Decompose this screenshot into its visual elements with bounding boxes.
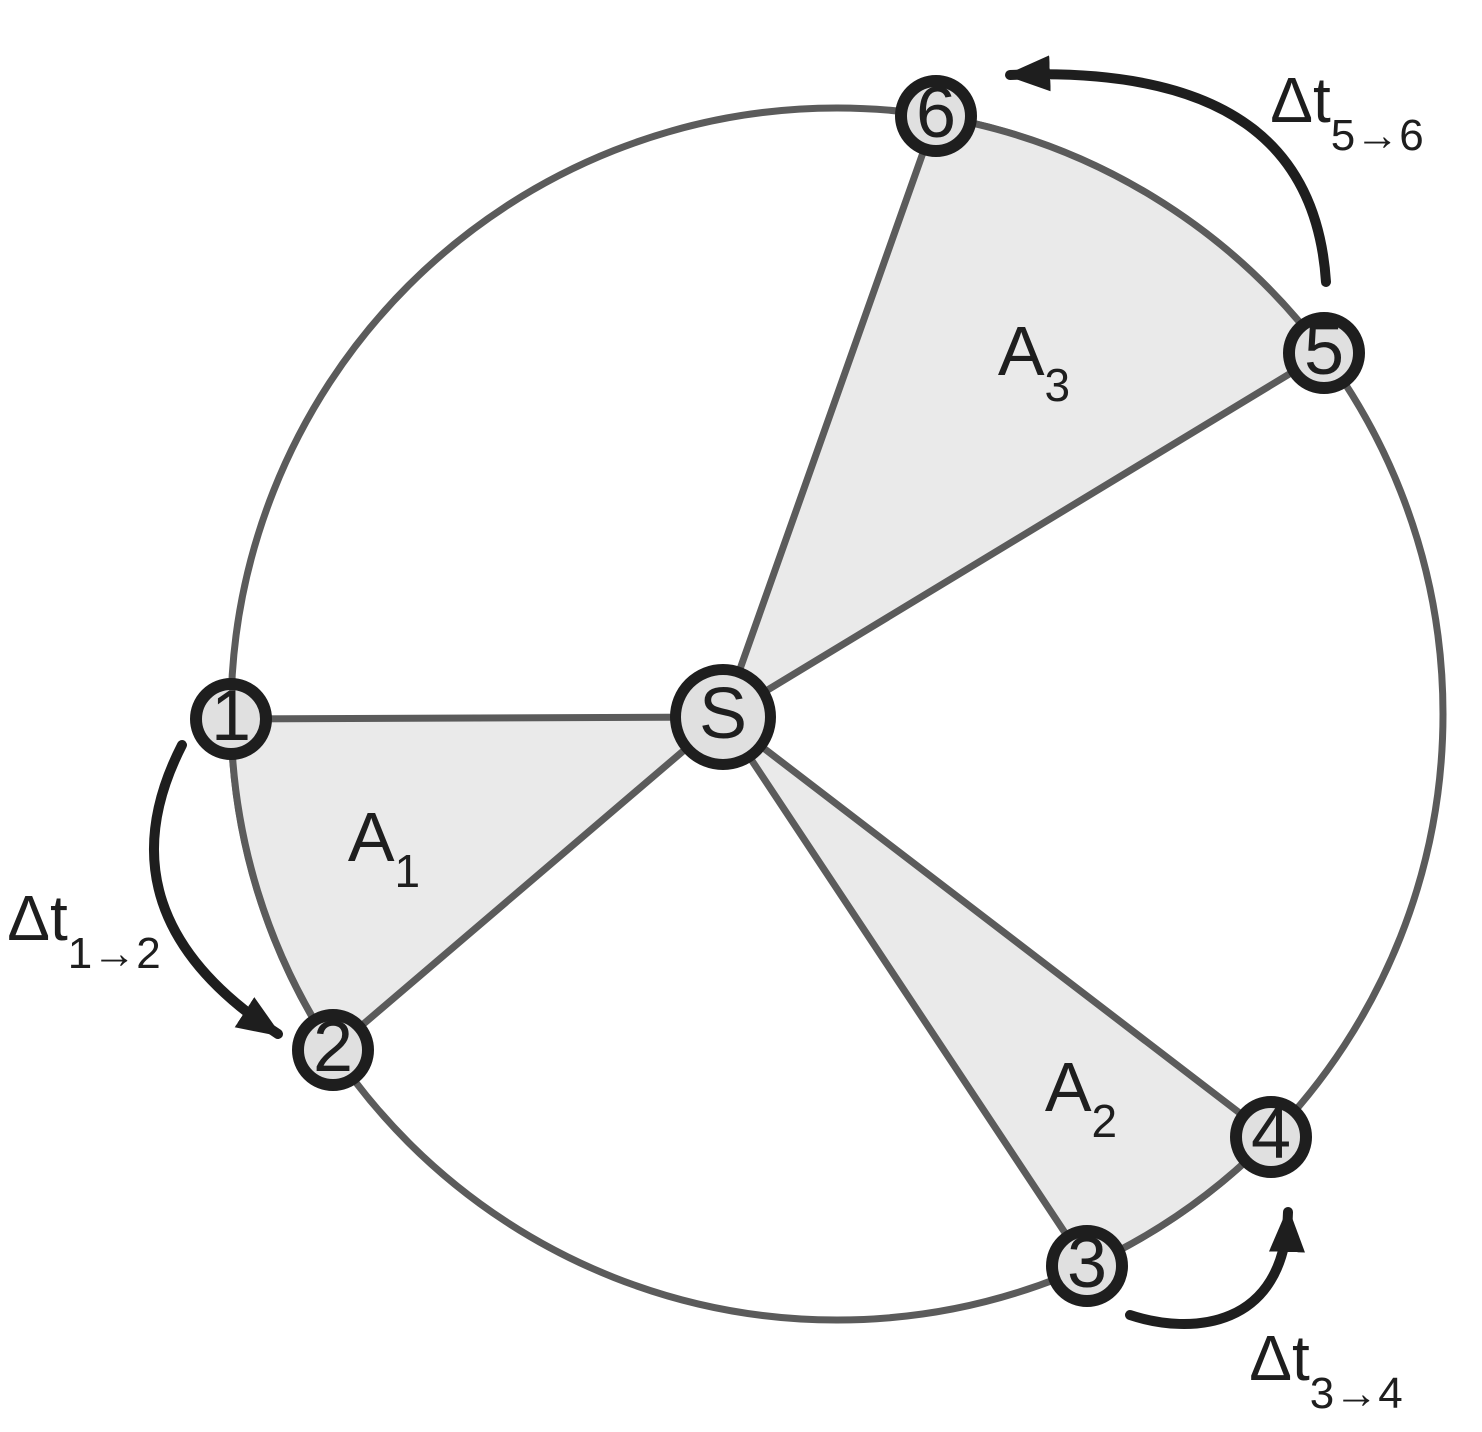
dt-3-4-subscript: 3→4 [1309, 1369, 1403, 1418]
sector-a3 [719, 112, 1328, 721]
area-a1-subscript: 1 [394, 845, 421, 897]
interval-label-dt-5-6: Δt5→6 [1270, 68, 1423, 158]
planet-node-4 [1230, 1096, 1312, 1178]
planet-node-3 [1046, 1225, 1128, 1307]
interval-label-dt-3-4: Δt3→4 [1249, 1326, 1402, 1416]
interval-arrow-1-2 [149, 740, 283, 1039]
planet-label-3: 3 [1066, 1223, 1108, 1304]
interval-label-dt-1-2: Δt1→2 [7, 886, 160, 976]
area-a2-subscript: 2 [1091, 1095, 1118, 1147]
sun-label: S [698, 674, 748, 755]
planet-label-5: 5 [1303, 310, 1345, 391]
dt-3-4-symbol: Δt [1249, 1322, 1310, 1394]
area-a2-symbol: A [1044, 1048, 1092, 1126]
area-a1-symbol: A [347, 798, 395, 876]
interval-arrow-3-4 [1125, 1207, 1305, 1329]
planet-node-1 [190, 678, 272, 760]
sun-node [670, 664, 776, 770]
planet-node-5 [1283, 312, 1365, 394]
interval-arrow-5-6 [1005, 55, 1331, 287]
dt-1-2-symbol: Δt [7, 882, 68, 954]
area-label-a1: A1 [348, 802, 420, 894]
area-a3-subscript: 3 [1044, 359, 1071, 411]
planet-node-6 [895, 75, 977, 157]
planet-node-2 [292, 1009, 374, 1091]
planet-label-1: 1 [210, 676, 252, 757]
area-a3-symbol: A [997, 312, 1045, 390]
dt-5-6-subscript: 5→6 [1330, 111, 1424, 160]
dt-5-6-symbol: Δt [1270, 64, 1331, 136]
planet-label-2: 2 [312, 1007, 354, 1088]
area-label-a2: A2 [1045, 1052, 1117, 1144]
sector-a1 [227, 713, 727, 1054]
area-label-a3: A3 [998, 316, 1070, 408]
planet-label-4: 4 [1250, 1094, 1292, 1175]
planet-label-6: 6 [915, 73, 957, 154]
sector-a2 [719, 713, 1275, 1270]
dt-1-2-subscript: 1→2 [67, 929, 161, 978]
